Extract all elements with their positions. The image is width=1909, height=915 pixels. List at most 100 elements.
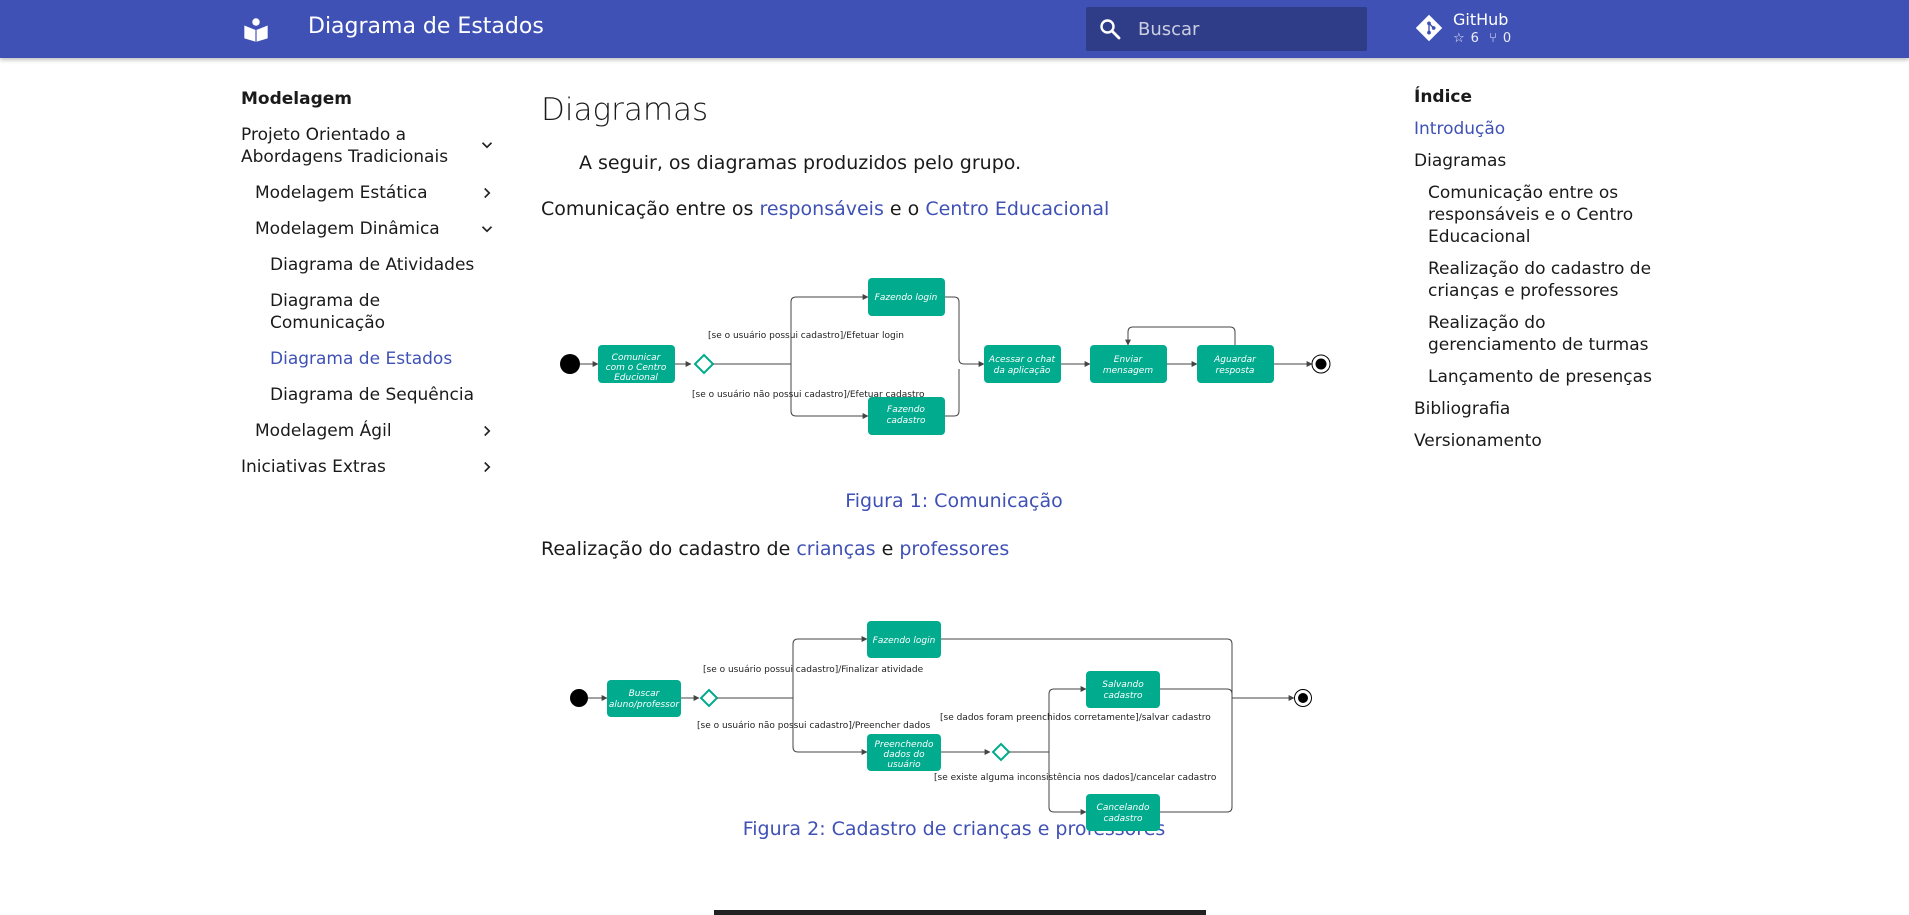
nav-title: Modelagem — [241, 89, 353, 109]
nav-item-diagrama-atividades[interactable]: Diagrama de Atividades — [270, 255, 475, 275]
fork-count: 0 — [1502, 31, 1512, 46]
state-cancelando-cadastro — [1086, 794, 1160, 831]
main-content: Diagramas A seguir, os diagramas produzi… — [541, 86, 1367, 866]
toc-item-cadastro[interactable]: Realização do cadastro de crianças e pro… — [1428, 259, 1652, 301]
nav-item-diagrama-comunicacao[interactable]: Diagrama de Comunicação — [270, 291, 386, 333]
decision-node — [693, 353, 715, 375]
transition-label: [se o usuário não possui cadastro]/Efetu… — [692, 390, 925, 400]
chevron-right-icon[interactable] — [478, 422, 496, 440]
nav-item-diagrama-sequencia[interactable]: Diagrama de Sequência — [270, 385, 474, 405]
state-label: Salvando — [1102, 680, 1144, 690]
toc-item-comunicacao[interactable]: Comunicação entre os responsáveis e o Ce… — [1428, 183, 1634, 247]
state-fazendo-login — [868, 278, 945, 316]
figure-caption-1: Figura 1: Comunicação — [845, 490, 1063, 512]
section-heading-comunicacao: Comunicação entre os responsáveis e o Ce… — [541, 198, 1367, 220]
state-label: com o Centro — [606, 363, 667, 373]
state-fazendo-login — [867, 621, 941, 658]
state-label: Aguardar — [1213, 355, 1257, 365]
initial-node — [570, 689, 588, 707]
toc-item-introducao[interactable]: Introdução — [1414, 119, 1506, 139]
toc-item-turmas[interactable]: Realização do gerenciamento de turmas — [1428, 313, 1649, 355]
table-of-contents: Índice Introdução Diagramas Comunicação … — [1414, 86, 1664, 462]
state-label: resposta — [1216, 366, 1255, 376]
state-label: Fazendo login — [875, 293, 938, 303]
state-label: dados do — [883, 750, 925, 760]
nav-item-modelagem-agil[interactable]: Modelagem Ágil — [241, 418, 496, 444]
decision-node — [991, 742, 1011, 762]
state-label: Fazendo login — [873, 636, 936, 646]
state-aguardar-resposta — [1197, 345, 1274, 383]
state-label: Cancelando — [1097, 803, 1150, 813]
state-acessar-chat — [984, 345, 1061, 383]
state-label: Buscar — [629, 689, 661, 699]
nav-item-label: Projeto Orientado a Abordagens Tradicion… — [241, 125, 449, 167]
search-input[interactable] — [1138, 7, 1358, 51]
nav-item-projeto-orientado[interactable]: Projeto Orientado a Abordagens Tradicion… — [241, 122, 496, 170]
figure-caption-2: Figura 2: Cadastro de crianças e profess… — [742, 818, 1166, 840]
state-label: cadastro — [1103, 691, 1143, 701]
state-label: Fazendo — [887, 405, 925, 415]
chevron-down-icon[interactable] — [478, 136, 496, 154]
search-box[interactable] — [1086, 7, 1367, 51]
state-fazendo-cadastro — [868, 397, 945, 435]
chevron-right-icon[interactable] — [478, 184, 496, 202]
nav-item-label: Modelagem Estática — [255, 183, 428, 203]
toc-item-diagramas[interactable]: Diagramas — [1414, 151, 1507, 171]
state-diagram-cadastro: Buscar aluno/professor [se o usuário pos… — [570, 621, 1312, 831]
toc-item-versionamento[interactable]: Versionamento — [1414, 431, 1542, 451]
state-label: aluno/professor — [609, 700, 680, 710]
transition-label: [se o usuário possui cadastro]/Finalizar… — [703, 665, 924, 675]
decision-node — [699, 688, 719, 708]
link-centro-educacional[interactable]: Centro Educacional — [925, 198, 1110, 220]
chevron-down-icon[interactable] — [478, 220, 496, 238]
top-header: Diagrama de Estados GitHub ☆6 ⑂0 — [0, 0, 1909, 58]
toc-item-bibliografia[interactable]: Bibliografia — [1414, 399, 1511, 419]
heading-text: e o — [889, 198, 920, 220]
toc-item-presencas[interactable]: Lançamento de presenças — [1428, 367, 1652, 387]
transition-label: [se o usuário possui cadastro]/Efetuar l… — [708, 331, 904, 341]
state-label: cadastro — [1103, 814, 1143, 824]
state-label: Educional — [614, 373, 658, 383]
state-label: Preenchendo — [874, 740, 934, 750]
nav-item-iniciativas-extras[interactable]: Iniciativas Extras — [241, 454, 496, 480]
nav-item-modelagem-estatica[interactable]: Modelagem Estática — [241, 180, 496, 206]
toc-title: Índice — [1414, 87, 1473, 107]
nav-item-modelagem-dinamica[interactable]: Modelagem Dinâmica — [241, 216, 496, 242]
state-enviar-mensagem — [1090, 345, 1167, 383]
github-repo-link[interactable]: GitHub ☆ 6 ⑂ 0 — [1413, 8, 1543, 50]
link-responsaveis[interactable]: responsáveis — [759, 198, 884, 220]
nav-item-label: Modelagem Dinâmica — [255, 219, 440, 239]
state-salvando-cadastro — [1086, 671, 1160, 708]
state-label: Acessar o chat — [988, 355, 1056, 365]
book-logo-icon[interactable] — [242, 15, 270, 43]
nav-item-diagrama-estados[interactable]: Diagrama de Estados — [270, 349, 453, 369]
state-label: Comunicar — [612, 353, 662, 363]
heading-text: Comunicação entre os — [541, 198, 754, 220]
link-criancas[interactable]: crianças — [796, 538, 876, 560]
link-professores[interactable]: professores — [899, 538, 1010, 560]
heading-text: Realização do cadastro de — [541, 538, 791, 560]
state-label: da aplicação — [994, 366, 1051, 376]
repo-facts: ☆ 6 ⑂ 0 — [1453, 31, 1517, 46]
section-heading-cadastro: Realização do cadastro de crianças e pro… — [541, 538, 1367, 560]
chevron-right-icon[interactable] — [478, 458, 496, 476]
state-label: mensagem — [1103, 366, 1153, 376]
nav-item-label: Modelagem Ágil — [255, 421, 392, 441]
sidebar-nav: Modelagem Projeto Orientado a Abordagens… — [241, 86, 496, 490]
git-icon — [1415, 14, 1443, 42]
repo-name: GitHub — [1453, 10, 1509, 29]
search-icon — [1100, 19, 1121, 40]
page-heading: Diagramas — [541, 92, 709, 128]
fork-icon: ⑂ — [1489, 31, 1497, 46]
star-icon: ☆ — [1453, 31, 1465, 46]
scroll-indicator — [714, 910, 1206, 915]
star-count: 6 — [1470, 31, 1479, 46]
state-label: cadastro — [886, 416, 926, 426]
state-diagram-comunicacao: Comunicar com o Centro Educional [se o u… — [560, 278, 1331, 435]
initial-node — [560, 354, 580, 374]
transition-label: [se o usuário não possui cadastro]/Preen… — [697, 721, 931, 731]
heading-text: e — [881, 538, 894, 560]
transition-label: [se existe alguma inconsistência nos dad… — [934, 772, 1217, 783]
state-preenchendo-dados — [867, 734, 941, 771]
state-label: usuário — [887, 760, 921, 770]
